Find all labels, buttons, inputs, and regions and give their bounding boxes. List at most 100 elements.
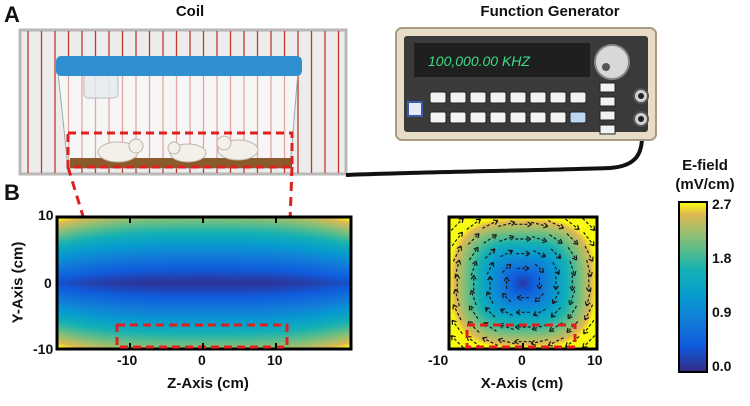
colorbar-tick-2.7: 2.7 — [712, 196, 732, 212]
generator-side-button — [599, 96, 616, 107]
field-arrowhead — [572, 255, 578, 261]
right-xtick-0: 0 — [518, 352, 526, 368]
left-xtick-neg10: -10 — [117, 352, 138, 368]
left-ytick-neg10: -10 — [33, 341, 54, 357]
field-arrowhead — [541, 237, 548, 244]
field-arrow — [468, 246, 479, 261]
field-arrowhead — [569, 286, 576, 291]
field-arrowhead — [457, 231, 463, 237]
knob-icon — [594, 44, 630, 80]
field-arrow — [486, 262, 494, 275]
generator-button — [529, 91, 547, 104]
field-arrow — [582, 217, 596, 231]
field-arrowhead — [534, 297, 541, 303]
field-arrowhead — [540, 252, 547, 258]
field-arrows — [450, 217, 596, 349]
field-arrowhead — [501, 292, 508, 299]
field-arrowhead — [557, 238, 563, 244]
field-arrow — [486, 291, 494, 304]
field-arrow — [567, 246, 578, 261]
right-plot-ticks — [448, 343, 598, 349]
field-arrowhead — [543, 222, 549, 229]
field-arrow — [451, 319, 463, 335]
field-arrowhead — [547, 341, 553, 347]
generator-button — [429, 111, 447, 124]
field-arrow — [498, 221, 516, 227]
generator-button — [569, 111, 587, 124]
field-arrow — [586, 259, 592, 277]
cable — [345, 119, 645, 177]
field-arrowhead — [516, 294, 522, 301]
field-arrowhead — [552, 285, 559, 291]
generator-buttons — [429, 82, 616, 135]
generator-side-button — [599, 82, 616, 93]
field-arrow — [552, 291, 560, 304]
field-arrowhead — [568, 300, 574, 306]
field-arrowhead — [503, 276, 510, 282]
field-arrow — [467, 321, 480, 333]
right-xtick-neg10: -10 — [428, 352, 449, 368]
field-arrow — [532, 236, 547, 242]
field-arrowhead — [550, 312, 556, 318]
panel-letter-b: B — [4, 180, 20, 205]
left-field-heatmap — [57, 217, 351, 349]
field-arrowhead — [567, 313, 573, 320]
field-arrow — [552, 262, 560, 275]
field-arrowhead — [554, 269, 560, 275]
field-arrow — [450, 335, 464, 349]
field-arrowhead — [551, 298, 558, 305]
field-arrowhead — [487, 275, 494, 281]
field-arrowhead — [583, 329, 589, 335]
field-arrow — [582, 335, 596, 349]
field-arrow — [498, 339, 516, 345]
field-arrowhead — [524, 265, 530, 272]
field-arrow — [468, 305, 479, 320]
field-arrow — [534, 263, 545, 273]
field-arrowhead — [527, 221, 532, 228]
generator-button — [569, 91, 587, 104]
field-arrowhead — [481, 336, 488, 343]
field-arrowhead — [455, 259, 462, 265]
field-arrow — [483, 234, 497, 244]
function-generator-title: Function Generator — [480, 3, 620, 20]
field-arrow — [501, 293, 512, 303]
field-arrowhead — [499, 308, 506, 314]
field-arrow — [550, 307, 562, 318]
field-arrow — [565, 336, 580, 348]
field-arrowhead — [532, 311, 539, 317]
colorbar-tick-0.9: 0.9 — [712, 304, 732, 320]
field-arrow — [450, 217, 464, 231]
generator-button — [489, 91, 507, 104]
field-arrow — [484, 307, 496, 318]
field-arrow — [454, 289, 460, 307]
field-arrowhead — [473, 246, 479, 253]
field-arrowhead — [525, 250, 531, 257]
field-arrow — [454, 259, 460, 277]
field-arrowhead — [555, 253, 562, 260]
field-arrowhead — [468, 305, 474, 311]
field-arrowhead — [514, 338, 519, 345]
field-arrow — [470, 290, 477, 306]
panel-letter-a: A — [4, 2, 20, 27]
field-arrowhead — [515, 323, 520, 331]
field-arrowhead — [515, 309, 521, 316]
field-arrowhead — [507, 249, 514, 255]
field-arrowhead — [585, 287, 592, 292]
field-arrow — [534, 293, 545, 303]
field-arrow — [547, 219, 564, 229]
generator-button — [509, 111, 527, 124]
field-arrowhead — [470, 275, 477, 280]
left-ytick-0: 0 — [44, 275, 52, 291]
field-arrow — [470, 260, 477, 276]
field-arrowhead — [497, 337, 503, 344]
field-arrowhead — [584, 301, 591, 307]
colorbar — [679, 202, 707, 372]
field-arrow — [584, 304, 594, 321]
field-arrow — [484, 248, 496, 259]
field-arrow — [501, 263, 512, 273]
cage-lid — [56, 56, 302, 76]
